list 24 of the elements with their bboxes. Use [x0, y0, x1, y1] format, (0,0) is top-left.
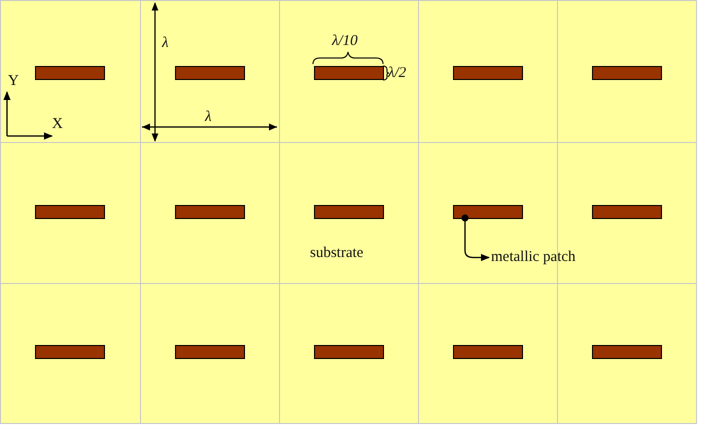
axis-label: X	[52, 117, 63, 132]
part-label: substrate	[310, 246, 364, 261]
metallic-patch	[175, 345, 245, 359]
metallic-patch	[175, 66, 245, 80]
metallic-patch	[35, 345, 105, 359]
leader-line	[462, 214, 490, 262]
dimension-label: λ	[162, 36, 168, 51]
metallic-patch	[175, 205, 245, 219]
metallic-patch	[453, 345, 523, 359]
metallic-patch	[314, 205, 384, 219]
axis-label: Y	[8, 74, 19, 89]
metallic-patch	[35, 66, 105, 80]
part-label: metallic patch	[491, 250, 576, 265]
metallic-patch	[592, 205, 662, 219]
metallic-patch	[453, 205, 523, 219]
metallic-patch	[35, 205, 105, 219]
metallic-patch	[314, 66, 384, 80]
dimension-label: λ	[205, 110, 212, 125]
metallic-patch	[592, 66, 662, 80]
dimension-label: λ/10	[332, 34, 358, 49]
metallic-patch	[453, 66, 523, 80]
metallic-patch	[314, 345, 384, 359]
metallic-patch	[592, 345, 662, 359]
dimension-label: λ/2	[388, 66, 406, 81]
